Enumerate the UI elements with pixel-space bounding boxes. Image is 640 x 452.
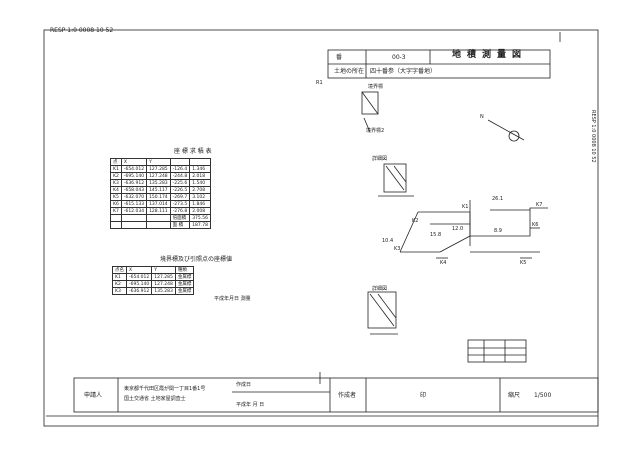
seal-label: 印 — [420, 392, 427, 399]
number-label: 番 — [336, 54, 343, 61]
boundary-mark-label-2: 境界標2 — [366, 128, 385, 134]
area-label: 面 積 — [169, 221, 191, 229]
right-margin-text: RESP 1:0 0008 10 52 — [590, 110, 596, 163]
north-label: N — [480, 114, 484, 120]
point-label-k2: K2 — [412, 218, 419, 224]
coord-header-y: Y — [146, 158, 171, 166]
distance-label: 15.8 — [430, 232, 442, 238]
point-label-k3: K3 — [394, 246, 401, 252]
coord-header-point: 点 — [110, 158, 122, 166]
scale-label: 縮尺 — [508, 392, 521, 399]
point-label-k6: K6 — [532, 222, 539, 228]
date-value: 平成年 月 日 — [236, 402, 265, 408]
boundary-mark-label: 境界標 — [368, 84, 384, 90]
scale-value: 1/500 — [534, 392, 552, 399]
north-arrow-line — [487, 119, 525, 141]
applicant-address-1: 東京都千代田区霞が関一丁目1番1号 — [124, 386, 206, 392]
point-label-k4: K4 — [440, 260, 447, 266]
total-label: 倍面積 — [169, 214, 191, 222]
legend-table — [467, 339, 527, 363]
boundary-mark-sketch-1 — [361, 91, 379, 115]
side-code: R1 — [316, 80, 323, 86]
boundary-mark-sketch-2 — [383, 163, 407, 193]
point-label-k5: K5 — [520, 260, 527, 266]
location-label: 土地の所在 — [334, 68, 365, 75]
location-value: 四十番参（大字字番地） — [370, 68, 437, 75]
table-row: 面 積 187.78 — [110, 221, 211, 229]
table-row: 倍面積 375.56 — [110, 214, 211, 222]
footer-frame — [73, 377, 599, 413]
coord-table-title: 座 標 求 積 表 — [174, 148, 212, 155]
distance-label: 8.9 — [494, 228, 502, 234]
distance-label: 26.1 — [492, 196, 504, 202]
detail-label-3: 詳細図 — [372, 286, 388, 292]
applicant-label: 申請人 — [84, 392, 103, 399]
distance-label: 10.4 — [382, 238, 394, 244]
date-label: 作成日 — [236, 382, 252, 388]
applicant-address-2: 国土交通省 土地家屋調査士 — [124, 396, 186, 402]
boundary-mark-sketch-3 — [367, 291, 397, 329]
detail-label: 詳細図 — [372, 156, 388, 162]
outer-frame — [43, 29, 599, 427]
distance-label: 12.0 — [452, 226, 464, 232]
point-label-k1: K1 — [462, 204, 469, 210]
parcel-boundary — [418, 207, 548, 237]
number-value: 00-3 — [392, 54, 406, 61]
total-value: 375.56 — [189, 214, 211, 222]
point-label-k7: K7 — [536, 202, 543, 208]
survey-note: 平成年月日 測量 — [214, 296, 251, 302]
surveyor-label: 作成者 — [338, 392, 357, 399]
document-title: 地積測量図 — [452, 50, 528, 60]
coord-header-x: X — [120, 158, 148, 166]
boundary-table-title: 境界標及び引照点の座標値 — [160, 256, 233, 263]
area-value: 187.78 — [189, 221, 211, 229]
header-reference: RESP 1:0 0008 10 52 — [50, 27, 114, 34]
